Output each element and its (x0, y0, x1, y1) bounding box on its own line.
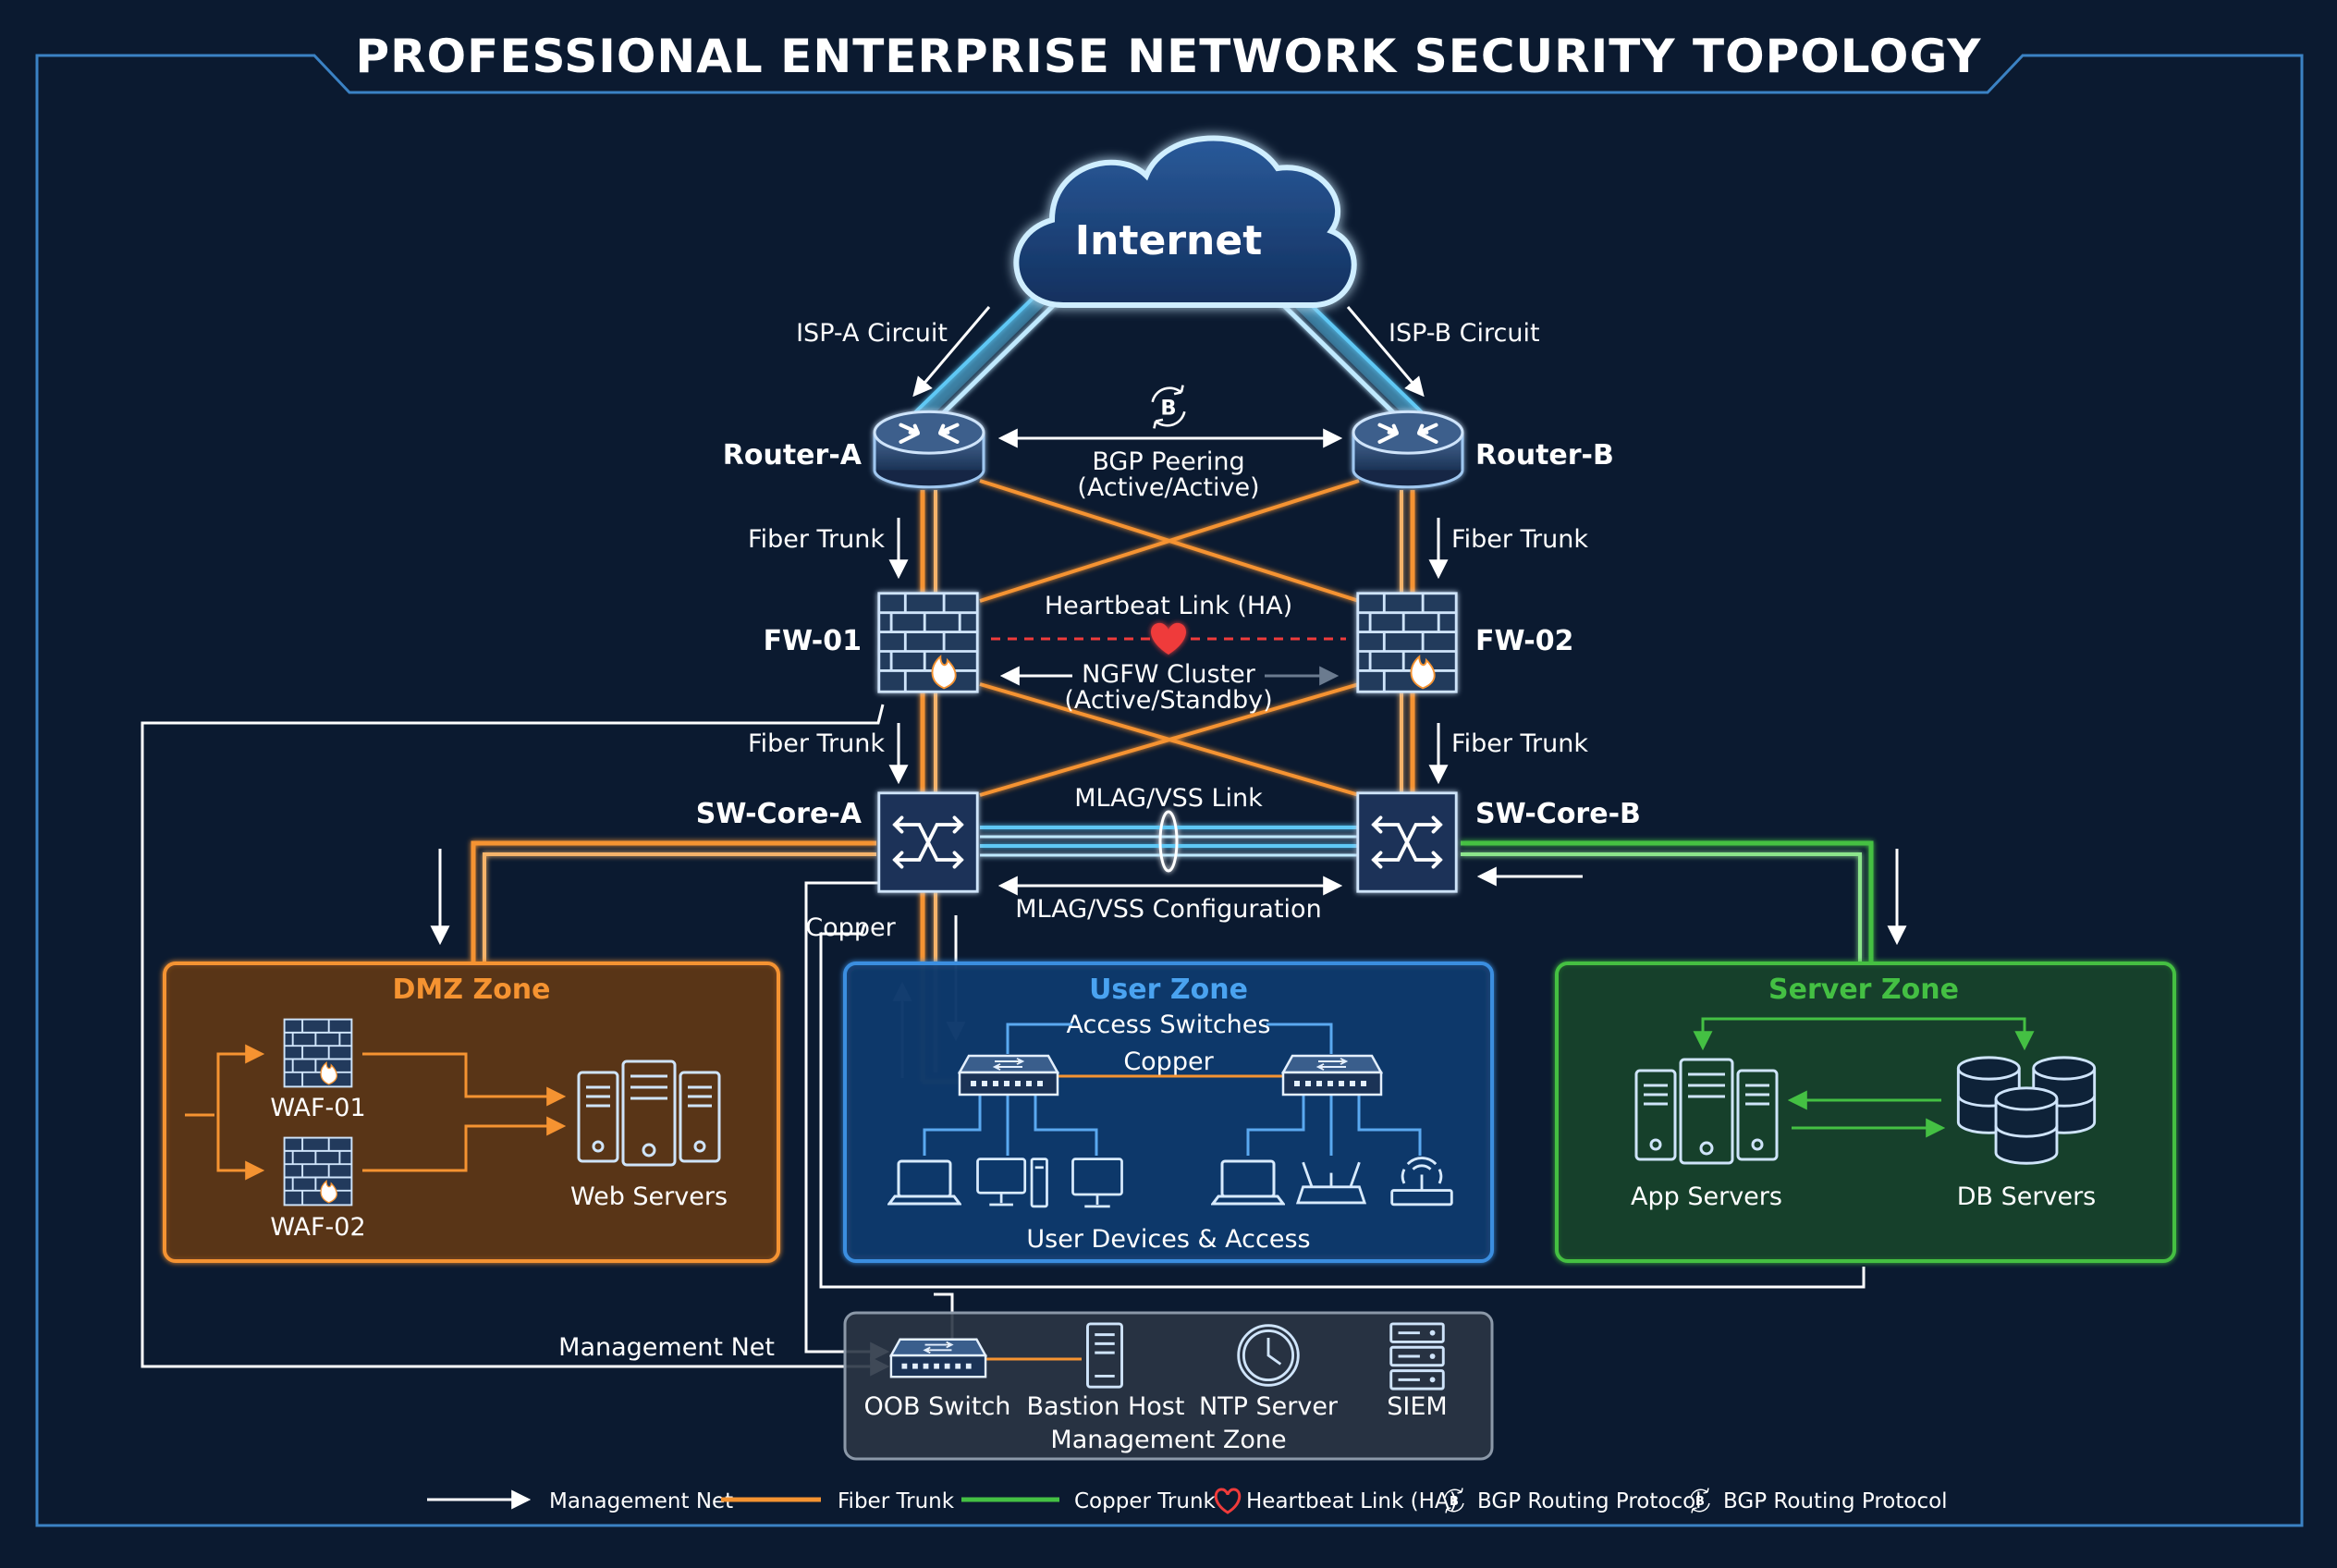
ntp-server-label: NTP Server (1199, 1392, 1339, 1421)
user-zone-title: User Zone (1089, 974, 1248, 1006)
isp-a-label: ISP-A Circuit (796, 319, 948, 348)
heart-icon (1151, 622, 1186, 655)
fiber-trunk-label: Fiber Trunk (1451, 729, 1588, 758)
firewall-icon (1356, 592, 1458, 693)
internet-cloud (1013, 135, 1357, 308)
core-switch-icon (1355, 790, 1459, 894)
firewall-icon (877, 592, 979, 693)
mlag-link-label: MLAG/VSS Link (1074, 784, 1263, 813)
legend-item-label: Copper Trunk (1074, 1489, 1217, 1513)
outer-frame (35, 54, 2304, 1527)
web-servers-label: Web Servers (570, 1182, 728, 1211)
dmz-zone-title: DMZ Zone (392, 974, 550, 1006)
firewall-fw-01[interactable] (877, 592, 979, 693)
fw-01-label: FW-01 (764, 625, 862, 657)
router-b[interactable] (1353, 411, 1462, 486)
fw-02-label: FW-02 (1475, 625, 1573, 657)
router-icon (1353, 411, 1462, 486)
waf-02-icon (283, 1136, 353, 1207)
mlag-link (980, 810, 1357, 873)
bgp-label-line1: BGP Peering (1092, 447, 1244, 476)
mlag-config-label: MLAG/VSS Configuration (1015, 895, 1321, 924)
access-switch-icon (1281, 1054, 1383, 1096)
user-copper-label: Copper (1123, 1047, 1214, 1076)
router-a[interactable] (875, 411, 984, 486)
access-switch-icon (958, 1054, 1059, 1096)
oob-switch-icon (889, 1338, 987, 1378)
cluster-label-line2: (Active/Standby) (1064, 686, 1272, 715)
copper-trunks (1461, 840, 1874, 962)
legend-item-label: Heartbeat Link (HA) (1246, 1489, 1458, 1513)
legend-item-label: BGP Routing Protocol (1723, 1489, 1948, 1513)
siem-label: SIEM (1387, 1392, 1447, 1421)
app-servers-label: App Servers (1631, 1182, 1782, 1211)
heartbeat-label: Heartbeat Link (HA) (1045, 592, 1292, 620)
router-b-label: Router-B (1475, 439, 1614, 472)
access-switches-label: Access Switches (1067, 1011, 1271, 1039)
isp-links (913, 290, 1424, 420)
management-lines (141, 704, 1866, 1377)
isp-a-annotation: ISP-A Circuit (796, 306, 991, 398)
fiber-trunk-label: Fiber Trunk (748, 525, 885, 554)
legend: Management Net Fiber Trunk Copper Trunk … (427, 1487, 1948, 1514)
dmz-zone: DMZ Zone WAF-01 WAF-02 Web Servers (163, 962, 780, 1263)
management-zone-label: Management Zone (1050, 1426, 1286, 1454)
internet-label: Internet (1075, 217, 1262, 264)
server-zone: Server Zone App Servers DB Servers (1555, 962, 2176, 1263)
server-zone-title: Server Zone (1768, 974, 1959, 1006)
copper-label: Copper (805, 913, 896, 942)
fiber-trunk-label: Fiber Trunk (748, 729, 885, 758)
isp-b-annotation: ISP-B Circuit (1346, 306, 1540, 398)
heart-icon (1214, 1488, 1242, 1514)
legend-item-label: BGP Routing Protocol (1477, 1489, 1702, 1513)
bastion-host-label: Bastion Host (1027, 1392, 1185, 1421)
sw-core-a-label: SW-Core-A (696, 798, 863, 830)
bgp-icon (1151, 384, 1186, 430)
waf-02-label: WAF-02 (270, 1213, 365, 1242)
isp-b-label: ISP-B Circuit (1389, 319, 1540, 348)
db-servers-label: DB Servers (1957, 1182, 2097, 1211)
fiber-trunk-label: Fiber Trunk (1451, 525, 1588, 554)
waf-01-label: WAF-01 (270, 1094, 365, 1122)
router-a-label: Router-A (723, 439, 863, 472)
page-title: PROFESSIONAL ENTERPRISE NETWORK SECURITY… (356, 30, 1982, 83)
core-switch-a[interactable] (876, 790, 980, 894)
legend-item-label: Management Net (549, 1489, 733, 1513)
cluster-label-line1: NGFW Cluster (1082, 660, 1256, 689)
fiber-trunks (471, 479, 1415, 1084)
management-zone: OOB Switch Bastion Host NTP Server SIEM … (843, 1311, 1494, 1461)
user-devices-label: User Devices & Access (1026, 1225, 1310, 1254)
firewall-fw-02[interactable] (1356, 592, 1458, 693)
management-net-label: Management Net (558, 1333, 775, 1362)
bgp-label-line2: (Active/Active) (1077, 473, 1259, 502)
user-zone: User Zone Access Switches Copper User De… (843, 962, 1494, 1263)
router-icon (875, 411, 984, 486)
waf-01-icon (283, 1018, 353, 1088)
core-switch-icon (876, 790, 980, 894)
sw-core-b-label: SW-Core-B (1475, 798, 1641, 830)
core-switch-b[interactable] (1355, 790, 1459, 894)
oob-switch-label: OOB Switch (864, 1392, 1011, 1421)
legend-item-label: Fiber Trunk (838, 1489, 955, 1513)
